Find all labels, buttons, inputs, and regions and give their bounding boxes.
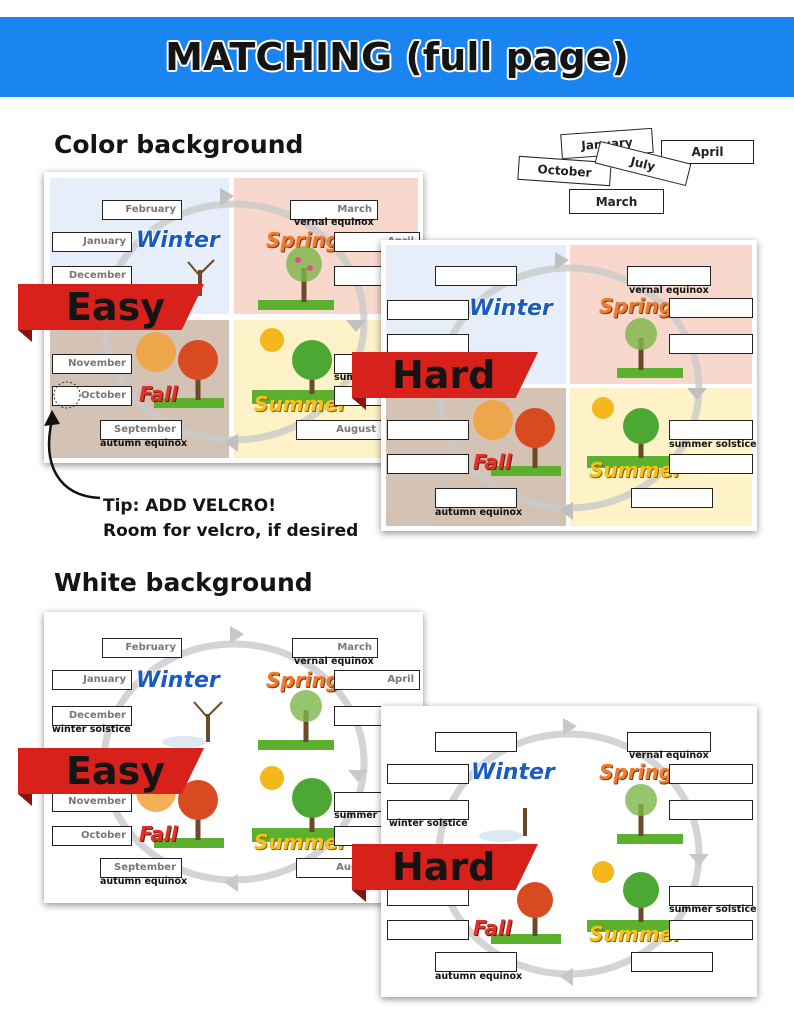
spring-heading: Spring: [266, 668, 340, 692]
summer-heading: Summer: [589, 458, 683, 482]
hard-ribbon-fold: [352, 398, 366, 410]
month-box-september[interactable]: September: [100, 420, 182, 440]
month-box-blank[interactable]: [387, 420, 469, 440]
month-box-september[interactable]: September: [100, 858, 182, 878]
month-box-blank[interactable]: [669, 334, 753, 354]
hard-ribbon: Hard: [352, 352, 538, 398]
summer-tree-icon: [252, 328, 352, 404]
velcro-circle: [53, 381, 81, 409]
vernal-equinox-label: vernal equinox: [629, 285, 709, 296]
month-box-blank[interactable]: [387, 764, 469, 784]
month-box-blank[interactable]: [387, 334, 469, 354]
month-box-blank[interactable]: [669, 420, 753, 440]
winter-solstice-label: winter solstice: [52, 724, 131, 735]
month-box-blank[interactable]: [387, 454, 469, 474]
month-box-march[interactable]: March: [292, 638, 378, 658]
winter-heading: Winter: [471, 760, 555, 785]
section-title-color: Color background: [54, 130, 304, 159]
fall-tree-icon: [491, 882, 561, 944]
hard-ribbon-fold: [352, 890, 366, 902]
title-banner: MATCHING (full page): [0, 17, 794, 97]
fall-heading: Fall: [139, 822, 178, 846]
month-box-april[interactable]: April: [334, 670, 420, 690]
vernal-equinox-label: vernal equinox: [294, 656, 374, 667]
easy-ribbon: Easy: [18, 748, 204, 794]
month-box-blank[interactable]: [669, 298, 753, 318]
month-box-october[interactable]: October: [52, 826, 132, 846]
fall-heading: Fall: [473, 916, 512, 940]
summer-tree-icon: [252, 766, 352, 842]
winter-heading: Winter: [469, 296, 553, 321]
summer-tree-icon: [587, 397, 677, 468]
month-box-blank[interactable]: [387, 300, 469, 320]
month-box-december[interactable]: December: [52, 706, 132, 726]
easy-ribbon: Easy: [18, 284, 204, 330]
month-box-blank[interactable]: [627, 266, 711, 286]
month-box-december[interactable]: December: [52, 266, 132, 286]
month-box-november[interactable]: November: [52, 792, 132, 812]
month-tag-march[interactable]: March: [569, 189, 664, 214]
month-box-october[interactable]: October: [52, 386, 132, 406]
spring-heading: Spring: [599, 760, 673, 784]
month-box-blank[interactable]: [669, 886, 753, 906]
month-box-blank[interactable]: [387, 800, 469, 820]
summer-tree-icon: [587, 861, 677, 932]
winter-solstice-label: winter solstice: [389, 818, 468, 829]
month-box-blank[interactable]: [669, 800, 753, 820]
month-box-blank[interactable]: [435, 952, 517, 972]
month-box-blank[interactable]: [669, 920, 753, 940]
page-title: MATCHING (full page): [165, 35, 629, 79]
vernal-equinox-label: vernal equinox: [629, 750, 709, 761]
summer-heading: Summer: [254, 830, 348, 854]
velcro-tip: Tip: ADD VELCRO! Room for velcro, if des…: [103, 496, 359, 541]
autumn-equinox-label: autumn equinox: [100, 438, 188, 449]
month-box-blank[interactable]: [631, 952, 713, 972]
autumn-equinox-label: autumn equinox: [100, 876, 188, 887]
month-box-march[interactable]: March: [290, 200, 378, 220]
month-box-february[interactable]: February: [102, 638, 182, 658]
winter-heading: Winter: [136, 668, 220, 693]
month-box-january[interactable]: January: [52, 232, 132, 252]
fall-heading: Fall: [473, 450, 512, 474]
hard-ribbon: Hard: [352, 844, 538, 890]
winter-heading: Winter: [136, 228, 220, 253]
winter-tree-icon: [162, 701, 223, 748]
fall-tree-icon: [136, 332, 224, 408]
fall-heading: Fall: [139, 382, 178, 406]
spring-heading: Spring: [599, 294, 673, 318]
autumn-equinox-label: autumn equinox: [435, 507, 523, 518]
month-box-blank[interactable]: [435, 732, 517, 752]
summer-solstice-label: summer so: [334, 810, 393, 821]
month-box-blank[interactable]: [627, 732, 711, 752]
month-box-blank[interactable]: [387, 920, 469, 940]
fall-tree-icon: [473, 400, 561, 476]
spring-tree-icon: [258, 246, 334, 310]
month-box-blank[interactable]: [669, 454, 753, 474]
summer-solstice-label: summer solstice: [669, 904, 757, 915]
month-box-blank[interactable]: [631, 488, 713, 508]
tip-arrow: [44, 410, 101, 500]
month-box-blank[interactable]: [669, 764, 753, 784]
spring-tree-icon: [258, 690, 334, 750]
autumn-equinox-label: autumn equinox: [435, 971, 523, 982]
month-box-january[interactable]: January: [52, 670, 132, 690]
month-box-february[interactable]: February: [102, 200, 182, 220]
section-title-white: White background: [54, 568, 313, 597]
month-box-blank[interactable]: [435, 266, 517, 286]
summer-solstice-label: summer solstice: [669, 439, 757, 450]
card-color-easy: February January December Winter March v…: [44, 172, 423, 463]
month-box-november[interactable]: November: [52, 354, 132, 374]
month-box-blank[interactable]: [435, 488, 517, 508]
easy-ribbon-fold: [18, 794, 32, 806]
spring-tree-icon: [617, 318, 683, 378]
spring-tree-icon: [617, 784, 683, 844]
summer-heading: Summer: [254, 392, 348, 416]
month-box-august[interactable]: August: [296, 420, 382, 440]
easy-ribbon-fold: [18, 330, 32, 342]
winter-tree-icon: [479, 808, 527, 842]
summer-heading: Summer: [589, 922, 683, 946]
vernal-equinox-label: vernal equinox: [294, 217, 374, 228]
